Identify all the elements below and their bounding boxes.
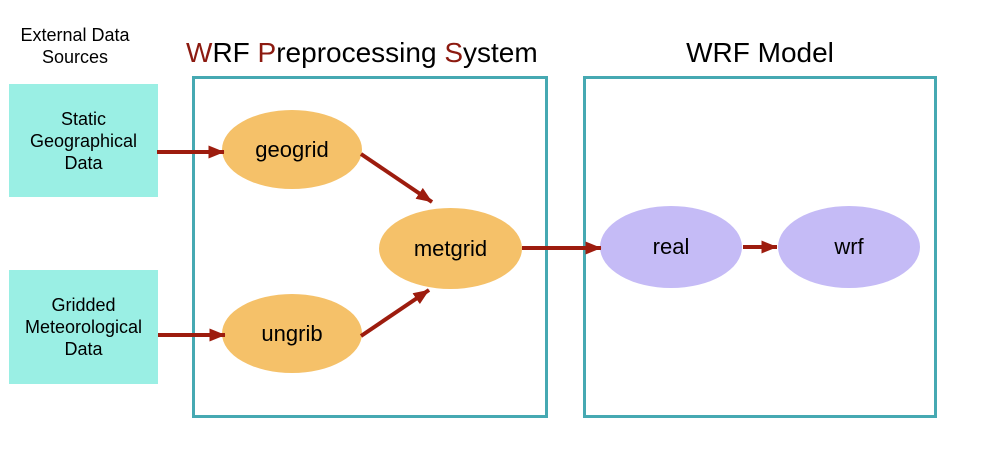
source-gridded-line3: Data [64, 339, 103, 359]
wps-title-reprocessing: reprocessing [276, 37, 445, 68]
wps-title-rf: RF [212, 37, 258, 68]
node-ungrib: ungrib [222, 294, 362, 373]
source-box-static-geographical-data: Static Geographical Data [9, 84, 158, 197]
external-label-line1: External Data [20, 25, 130, 45]
external-data-sources-label: External Data Sources [0, 24, 150, 68]
source-static-line2: Geographical [29, 130, 138, 151]
node-geogrid-label: geogrid [255, 136, 329, 162]
wps-title-p: P [257, 37, 277, 68]
wps-title-w: W [186, 37, 213, 68]
node-metgrid: metgrid [379, 208, 522, 289]
wrf-model-title: WRF Model [686, 37, 834, 68]
source-box-gridded-meteorological-data: Gridded Meteorological Data [9, 270, 158, 384]
node-metgrid-label: metgrid [413, 235, 488, 261]
node-wrf: wrf [778, 206, 920, 288]
wps-title: WRF Preprocessing System [186, 38, 538, 70]
node-wrf-label: wrf [834, 234, 864, 259]
node-real-label: real [652, 234, 690, 259]
source-gridded-line1: Gridded [51, 295, 116, 315]
wps-title-ystem: ystem [463, 37, 538, 68]
external-label-line2: Sources [41, 47, 109, 67]
source-static-line1: Static [60, 108, 107, 129]
wps-title-s: S [444, 37, 464, 68]
node-real: real [600, 206, 742, 288]
source-static-line3: Data [64, 152, 103, 173]
node-ungrib-label: ungrib [261, 320, 323, 346]
source-gridded-line2: Meteorological [24, 317, 143, 337]
node-geogrid: geogrid [222, 110, 362, 189]
